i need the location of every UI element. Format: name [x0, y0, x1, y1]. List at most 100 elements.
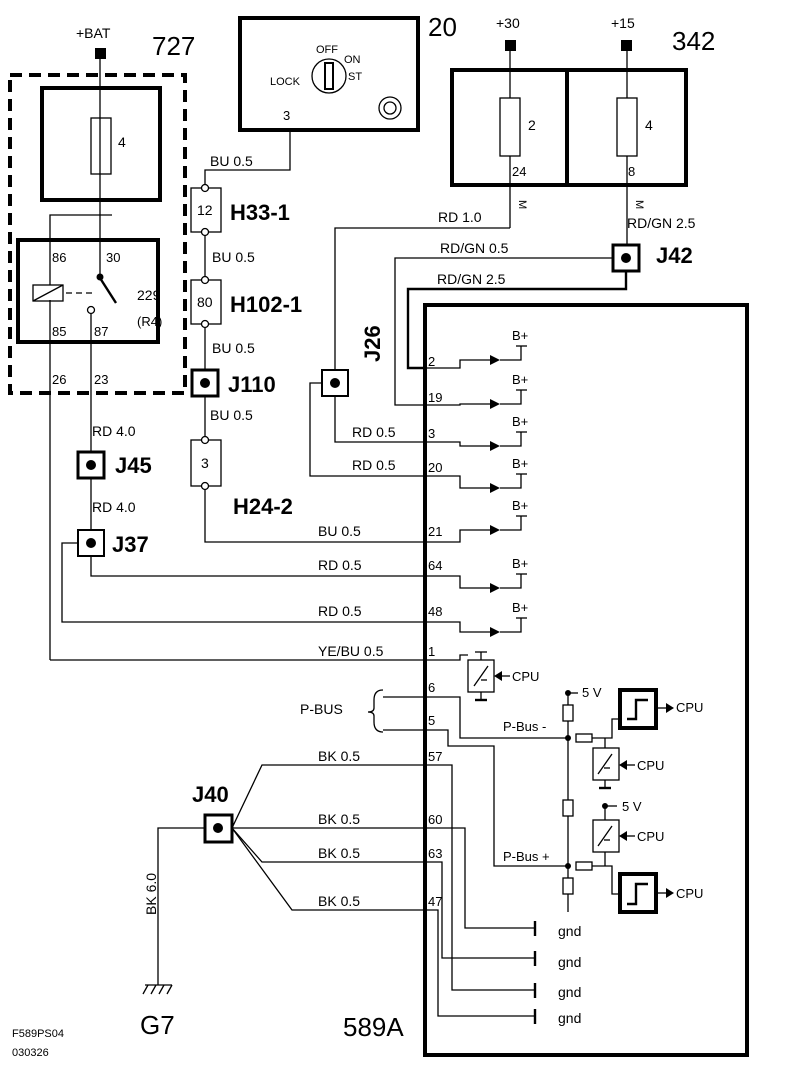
module-power-arrows: [490, 355, 500, 637]
relay-unit-pin-26: 26: [52, 372, 66, 387]
junction-j26-label: J26: [360, 325, 385, 362]
connector-h102-1-label: H102-1: [230, 292, 302, 317]
module-resistor: [562, 799, 574, 817]
module-bplus-label: B+: [512, 600, 528, 615]
module-gnd-label: gnd: [558, 954, 581, 970]
module-output-transistor: [592, 819, 620, 853]
module-cpu-label: CPU: [637, 829, 664, 844]
ignition-position-st: ST: [348, 71, 362, 83]
control-module-589a: [423, 303, 749, 1057]
supply-15-label: +15: [611, 15, 635, 31]
supply-30-terminal: [505, 40, 516, 51]
ignition-position-off: OFF: [316, 44, 338, 56]
wire-label-rd-40: RD 4.0: [92, 423, 136, 439]
wire-label-yebu-05: YE/BU 0.5: [318, 643, 384, 659]
wire-label-bk-05: BK 0.5: [318, 893, 360, 909]
module-pin-21: 21: [428, 524, 442, 539]
module-pin-3: 3: [428, 426, 435, 441]
ground-point-label: G7: [140, 1010, 175, 1040]
ignition-switch-number: 20: [428, 12, 457, 42]
relay-unit-number: 727: [152, 31, 195, 61]
module-5v-label: 5 V: [622, 799, 642, 814]
module-pin-2: 2: [428, 354, 435, 369]
wire-label-rdgn-25: RD/GN 2.5: [437, 271, 506, 287]
module-comparator: [618, 688, 658, 730]
module-pin-57: 57: [428, 749, 442, 764]
relay-designation: (R4): [137, 314, 162, 329]
module-resistor: [562, 704, 574, 722]
module-bplus-label: B+: [512, 498, 528, 513]
relay-pin-86: 86: [52, 250, 66, 265]
wire-label-bk-05: BK 0.5: [318, 811, 360, 827]
module-5v-label: 5 V: [582, 685, 602, 700]
module-cpu-label: CPU: [637, 758, 664, 773]
connector-h102-1-pin: 80: [197, 294, 213, 310]
fuse-box-342: 342 2 4 24 8: [450, 26, 715, 187]
wire-label-rdgn-25: RD/GN 2.5: [627, 215, 696, 231]
relay-229: [16, 238, 160, 344]
module-bplus-label: B+: [512, 414, 528, 429]
module-cpu-label: CPU: [676, 700, 703, 715]
fuse-4-pin: 8: [628, 164, 635, 179]
bat-supply-label: +BAT: [76, 25, 111, 41]
module-pin-47: 47: [428, 894, 442, 909]
connector-h33-1-pin: 12: [197, 202, 213, 218]
module-pin-20: 20: [428, 460, 442, 475]
module-pin-5: 5: [428, 713, 435, 728]
wire-label-bk-05: BK 0.5: [318, 845, 360, 861]
module-pin-1: 1: [428, 644, 435, 659]
wire-label-rd-05: RD 0.5: [352, 457, 396, 473]
wire-label-bu-05: BU 0.5: [318, 523, 361, 539]
wire-label-rd-05: RD 0.5: [352, 424, 396, 440]
connector-h24-2-pin: 3: [201, 455, 209, 471]
wire-label-bu-05: BU 0.5: [212, 340, 255, 356]
wire-label-bk-05: BK 0.5: [318, 748, 360, 764]
module-pin-60: 60: [428, 812, 442, 827]
wire-label-rd-10: RD 1.0: [438, 209, 482, 225]
module-pin-6: 6: [428, 680, 435, 695]
ground-symbol-g7: [142, 984, 173, 995]
fuse-box-number: 342: [672, 26, 715, 56]
relay-unit-pin-23: 23: [94, 372, 108, 387]
relay-pin-85: 85: [52, 324, 66, 339]
ignition-position-lock: LOCK: [270, 76, 301, 88]
ignition-switch-20: 20 LOCK OFF ON ST 3: [238, 12, 457, 132]
connector-h24-2-label: H24-2: [233, 494, 293, 519]
wire-label-bu-05: BU 0.5: [210, 153, 253, 169]
fuse-4: [616, 97, 638, 157]
module-bplus-label: B+: [512, 328, 528, 343]
wire-label-rd-40: RD 4.0: [92, 499, 136, 515]
connector-h33-1-label: H33-1: [230, 200, 290, 225]
junction-j45-label: J45: [115, 453, 152, 478]
junction-j110-label: J110: [228, 372, 276, 397]
pbus-label: P-BUS: [300, 701, 343, 717]
module-bplus-label: B+: [512, 556, 528, 571]
control-module-number: 589A: [343, 1012, 404, 1042]
relay-unit-fuse-number: 4: [118, 134, 126, 150]
wire-label-rd-05: RD 0.5: [318, 557, 362, 573]
module-pin-64: 64: [428, 558, 442, 573]
wire-label-bu-05: BU 0.5: [210, 407, 253, 423]
wire-label-bk-60: BK 6.0: [143, 873, 159, 915]
fuse-2-pin: 24: [512, 164, 526, 179]
junction-j42-label: J42: [656, 243, 693, 268]
wire-mark-m: M: [516, 200, 528, 209]
wire-mark-m: M: [633, 200, 645, 209]
module-bplus-rails: [500, 345, 527, 633]
wire-label-rd-05: RD 0.5: [318, 603, 362, 619]
module-bplus-label: B+: [512, 372, 528, 387]
supply-15-terminal: [621, 40, 632, 51]
relay-number: 229: [137, 287, 161, 303]
bat-terminal: [95, 48, 106, 59]
document-date: 030326: [12, 1047, 49, 1059]
module-comparator: [618, 872, 658, 914]
ignition-pin-3: 3: [283, 108, 290, 123]
wire-label-rdgn-05: RD/GN 0.5: [440, 240, 509, 256]
ignition-position-on: ON: [344, 54, 361, 66]
module-pbus-plus-label: P-Bus +: [503, 849, 550, 864]
module-output-transistor: [592, 747, 620, 781]
module-power-inputs: [425, 359, 498, 633]
junction-j37-label: J37: [112, 532, 149, 557]
module-gnd-label: gnd: [558, 1010, 581, 1026]
